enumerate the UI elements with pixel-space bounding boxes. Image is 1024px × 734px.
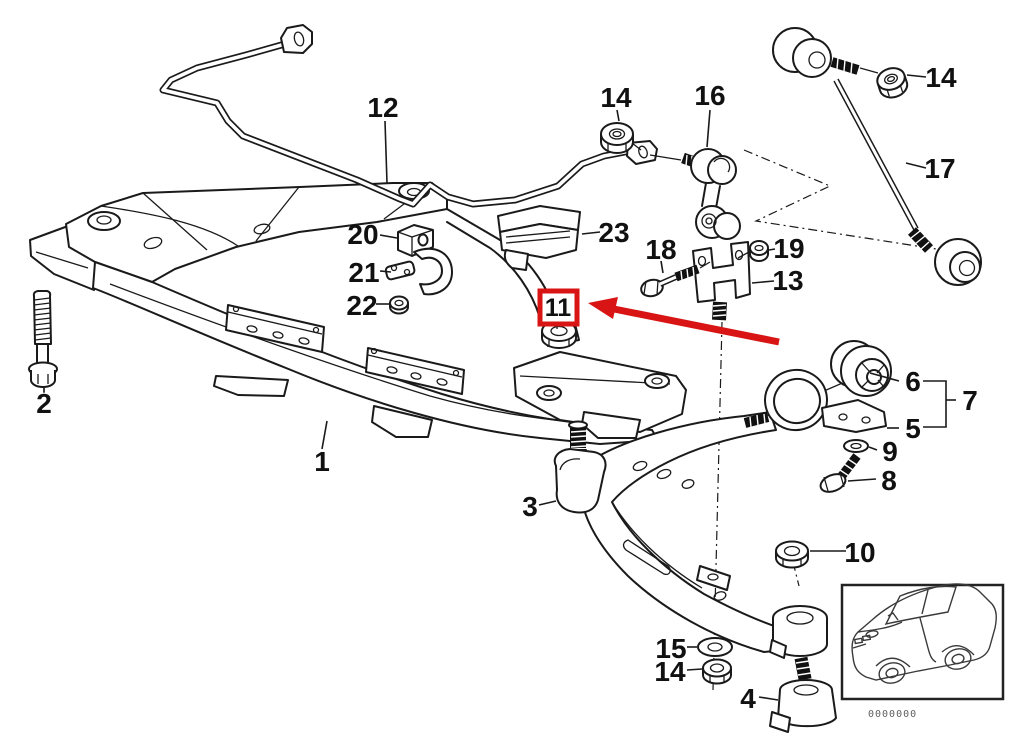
callout-6: 6 — [905, 366, 921, 397]
ball-joint-part-4 — [769, 656, 837, 733]
bolt-part-18 — [640, 261, 711, 298]
car-inset-frame — [840, 583, 1005, 701]
callout-10: 10 — [844, 537, 875, 568]
bracket-part-23 — [497, 205, 581, 271]
callout-17: 17 — [924, 153, 955, 184]
washer-part-9 — [843, 439, 869, 453]
inset-watermark: 0000000 — [868, 709, 917, 720]
callout-14-bottom: 14 — [654, 656, 686, 687]
callout-16: 16 — [694, 80, 725, 111]
nut-part-22 — [389, 295, 409, 315]
callout-8: 8 — [881, 465, 897, 496]
callout-1: 1 — [314, 446, 330, 477]
nut-part-14-top-right — [876, 67, 909, 99]
callout-14-top-right: 14 — [925, 62, 957, 93]
highlight-arrow-shaft — [613, 305, 780, 346]
car-inset: 0000000 — [840, 583, 1005, 720]
leader-lines — [43, 74, 956, 701]
callout-2: 2 — [36, 388, 52, 419]
highlight-arrow-head — [588, 297, 618, 319]
stabilizer-link-part-17 — [772, 27, 982, 286]
callout-7: 7 — [962, 385, 978, 416]
control-arm-part-3 — [553, 411, 785, 653]
callout-14-top-mid: 14 — [600, 82, 632, 113]
callout-19: 19 — [773, 233, 804, 264]
arm-rear-bushing — [769, 605, 828, 659]
link-part-16 — [649, 148, 741, 240]
callout-12: 12 — [367, 92, 398, 123]
bolt-part-2 — [28, 290, 58, 388]
clevis-part-13 — [692, 241, 751, 321]
bracket-arm-part-5 — [764, 368, 887, 433]
callout-18: 18 — [645, 234, 676, 265]
washer-part-15 — [697, 637, 733, 657]
callout-23: 23 — [598, 217, 629, 248]
stabilizer-bar-part-12 — [159, 24, 658, 208]
highlight-label-11: 11 — [545, 294, 572, 322]
bushing-bracket-assembly — [764, 340, 892, 493]
highlight-annotation: 11 — [537, 288, 780, 346]
highlight-box — [537, 288, 580, 327]
callout-3: 3 — [522, 491, 538, 522]
nut-part-10 — [775, 540, 809, 569]
nut-part-14-bottom — [702, 658, 732, 685]
clamp-part-21 — [384, 247, 453, 296]
callout-4: 4 — [740, 683, 756, 714]
callout-9: 9 — [882, 436, 898, 467]
bolt-part-8 — [819, 453, 861, 493]
subframe-part-1 — [29, 182, 687, 445]
callout-5: 5 — [905, 413, 921, 444]
car-icon — [851, 583, 997, 684]
nut-part-14-top-mid — [600, 122, 642, 154]
callout-15: 15 — [655, 633, 686, 664]
callout-20: 20 — [347, 219, 378, 250]
callout-21: 21 — [348, 257, 379, 288]
callout-13: 13 — [772, 265, 803, 296]
nut-part-19 — [737, 240, 769, 262]
rubber-mount-part-20 — [397, 224, 434, 257]
callout-22: 22 — [346, 290, 377, 321]
